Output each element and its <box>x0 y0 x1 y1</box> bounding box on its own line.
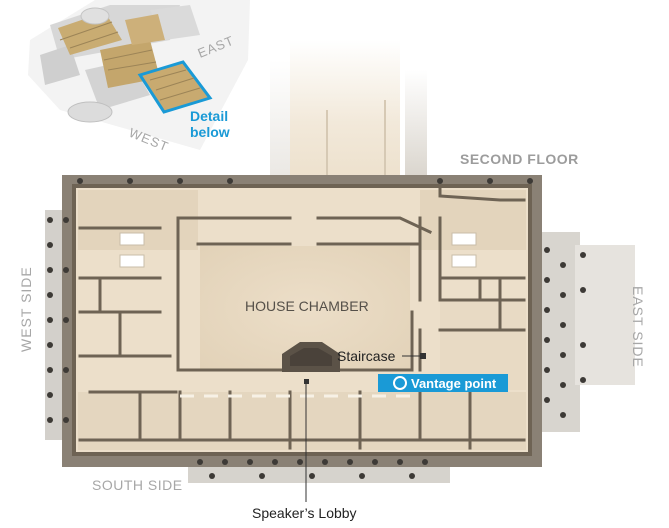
staircase-callout: Staircase <box>337 348 426 364</box>
staircase-label: Staircase <box>337 348 396 364</box>
detail-label-line2: below <box>190 124 230 140</box>
vantage-point-label: Vantage point <box>411 376 497 391</box>
east-side-label: EAST SIDE <box>630 286 646 368</box>
north-corridors <box>270 40 427 190</box>
second-floor-label: SECOND FLOOR <box>460 151 579 167</box>
south-side-label: SOUTH SIDE <box>92 477 183 493</box>
stairwell-blocks <box>119 232 477 268</box>
vantage-point-callout: Vantage point <box>378 374 508 392</box>
vantage-point-marker <box>393 376 407 390</box>
interior-walls <box>72 184 532 456</box>
staircase-marker <box>420 353 426 359</box>
west-side-label: WEST SIDE <box>18 266 34 352</box>
house-chamber-label: HOUSE CHAMBER <box>245 298 369 314</box>
speakers-rostrum <box>282 342 340 372</box>
speakers-lobby-label: Speaker’s Lobby <box>252 505 357 521</box>
colonnade-columns <box>47 178 586 479</box>
speakers-lobby-marker <box>304 379 309 384</box>
detail-label-line1: Detail <box>190 108 228 124</box>
speakers-lobby-callout: Speaker’s Lobby <box>252 379 357 521</box>
inset-locator-map <box>28 0 250 150</box>
second-floor-plan <box>74 186 530 454</box>
